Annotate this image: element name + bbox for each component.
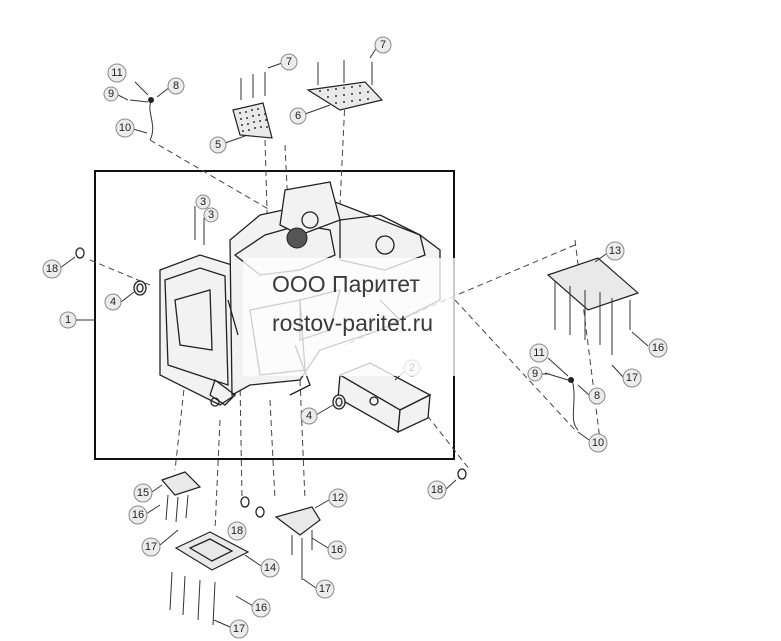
callout-9a: 9 [103,86,119,102]
callout-1: 1 [59,311,77,329]
callout-17a: 17 [141,537,161,557]
svg-text:16: 16 [255,602,267,614]
callout-8a: 8 [167,77,185,95]
callout-18c: 18 [227,521,247,541]
svg-text:17: 17 [145,541,157,553]
bottom-plate-15 [160,471,202,523]
svg-text:13: 13 [609,245,621,257]
callout-13: 13 [605,241,625,261]
svg-text:18: 18 [46,263,58,275]
svg-text:10: 10 [592,437,604,449]
svg-text:3: 3 [208,209,214,221]
callout-12: 12 [328,488,348,508]
callout-10b: 10 [588,433,608,453]
callout-16a: 16 [128,505,148,525]
perforated-plate-6 [306,60,384,111]
callout-5: 5 [209,136,227,154]
svg-text:17: 17 [626,372,638,384]
svg-text:11: 11 [533,347,544,359]
callout-leaders [59,46,649,628]
watermark-company-name: ООО Паритет [272,271,420,297]
watermark-website: rostov-paritet.ru [272,310,434,336]
svg-text:8: 8 [594,390,600,402]
svg-text:7: 7 [380,39,386,51]
svg-text:11: 11 [111,67,122,79]
svg-text:17: 17 [233,623,245,635]
svg-text:16: 16 [652,342,664,354]
callout-17b: 17 [315,579,335,599]
callout-15: 15 [133,483,153,503]
callout-16b: 16 [327,540,347,560]
perforated-plate-5 [232,72,273,139]
bottom-plate-14 [169,531,250,626]
svg-text:12: 12 [332,492,344,504]
callout-9b: 9 [527,366,543,382]
svg-text:18: 18 [231,525,243,537]
callout-6: 6 [289,107,307,125]
callout-3a: 3 [195,194,211,210]
o-ring-parts [75,247,467,518]
callout-11a: 11 [107,63,127,83]
svg-text:3: 3 [200,196,206,208]
svg-text:18: 18 [431,484,443,496]
callout-16d: 16 [648,338,668,358]
svg-text:8: 8 [173,80,179,92]
svg-text:5: 5 [215,139,221,151]
callout-17c: 17 [229,619,249,639]
svg-text:4: 4 [306,410,312,422]
svg-text:17: 17 [319,583,331,595]
callout-4b: 4 [300,407,318,425]
svg-text:7: 7 [286,56,292,68]
svg-text:9: 9 [532,368,538,380]
bushing-parts [133,280,346,410]
svg-text:10: 10 [119,122,131,134]
svg-text:15: 15 [137,487,149,499]
callout-16c: 16 [251,598,271,618]
callout-18b: 18 [427,480,447,500]
callout-8b: 8 [588,387,606,405]
svg-text:9: 9 [108,88,114,100]
callout-7b: 7 [374,36,392,54]
svg-text:14: 14 [264,562,276,574]
callout-3b: 3 [203,207,219,223]
cover-plate-13 [546,257,640,355]
bracket-12 [274,506,321,580]
callout-18a: 18 [42,259,62,279]
callout-10a: 10 [115,118,135,138]
svg-text:16: 16 [132,509,144,521]
svg-text:1: 1 [65,314,71,326]
callout-11b: 11 [529,343,549,363]
svg-text:4: 4 [110,296,116,308]
svg-text:16: 16 [331,544,343,556]
callout-4a: 4 [104,293,122,311]
watermark-box [243,258,455,376]
callout-14: 14 [260,558,280,578]
callout-17d: 17 [622,368,642,388]
svg-text:6: 6 [295,110,301,122]
callout-7a: 7 [280,53,298,71]
